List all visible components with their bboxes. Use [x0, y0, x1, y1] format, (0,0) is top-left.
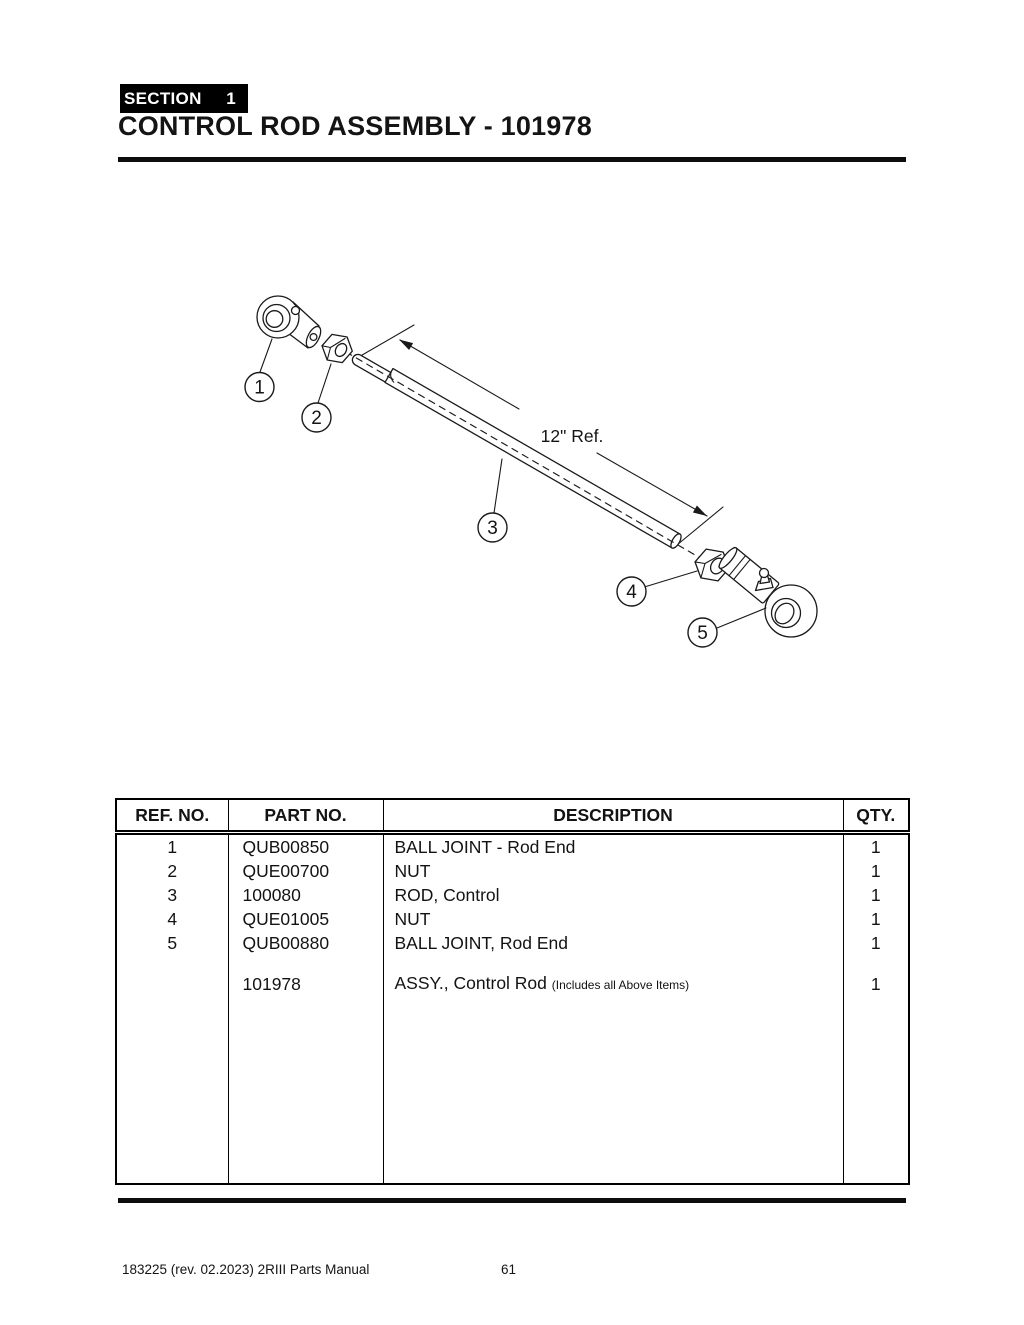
qty-cell: 1 — [842, 859, 909, 883]
header-rule — [118, 157, 906, 162]
table-row: 5 QUB00880 BALL JOINT, Rod End 1 — [116, 931, 909, 955]
description-cell: BALL JOINT, Rod End — [382, 931, 843, 955]
description-cell: NUT — [382, 859, 843, 883]
ref-no-cell: 1 — [167, 837, 178, 857]
part-ball-joint-upper — [256, 295, 322, 349]
description-cell: ASSY., Control Rod (Includes all Above I… — [382, 971, 843, 997]
part-no-cell: QUB00880 — [227, 931, 383, 955]
section-number: 1 — [226, 88, 236, 108]
table-row: 1 QUB00850 BALL JOINT - Rod End 1 — [116, 832, 909, 859]
col-header-ref-no: REF. NO. — [116, 799, 228, 835]
svg-text:5: 5 — [697, 623, 708, 644]
qty-cell: 1 — [842, 971, 909, 997]
ref-no-cell — [116, 971, 228, 997]
callout-4: 4 — [616, 576, 647, 607]
svg-text:4: 4 — [626, 582, 637, 603]
part-no-cell: 101978 — [227, 971, 383, 997]
qty-cell: 1 — [842, 883, 909, 907]
ref-no-cell: 4 — [167, 909, 178, 929]
part-nut-upper — [321, 333, 353, 364]
part-no-cell: QUB00850 — [227, 832, 383, 859]
dimension-line — [399, 339, 708, 517]
assembly-description: ASSY., Control Rod — [394, 973, 547, 993]
svg-text:3: 3 — [487, 518, 498, 539]
center-axis-dashed-line — [345, 351, 703, 560]
description-cell: NUT — [382, 907, 843, 931]
ref-no-cell: 2 — [167, 861, 178, 881]
svg-text:2: 2 — [311, 408, 322, 429]
table-row: 3 100080 ROD, Control 1 — [116, 883, 909, 907]
table-filler-row — [116, 997, 909, 1184]
assembly-diagram: 1 2 3 4 5 12" Ref. — [244, 295, 818, 648]
callout-3: 3 — [477, 512, 508, 543]
description-cell: ROD, Control — [382, 883, 843, 907]
description-cell: BALL JOINT - Rod End — [382, 832, 843, 859]
qty-cell: 1 — [842, 931, 909, 955]
callout-2: 2 — [301, 402, 332, 433]
ref-no-cell: 3 — [167, 885, 178, 905]
callout-1: 1 — [244, 371, 275, 403]
table-row: 2 QUE00700 NUT 1 — [116, 859, 909, 883]
part-no-cell: QUE00700 — [227, 859, 383, 883]
callout-leaders — [259, 338, 767, 629]
footer-rule — [118, 1198, 906, 1203]
part-ball-joint-lower — [718, 546, 818, 638]
assembly-row: 101978 ASSY., Control Rod (Includes all … — [116, 971, 909, 997]
qty-cell: 1 — [842, 832, 909, 859]
section-badge: SECTION 1 — [120, 84, 248, 113]
col-header-qty: QTY. — [842, 799, 909, 835]
ref-no-cell: 5 — [167, 933, 178, 953]
part-no-cell: 100080 — [227, 883, 383, 907]
dimension-extension-lines — [356, 324, 724, 546]
page-footer: 183225 (rev. 02.2023) 2RIII Parts Manual… — [0, 1262, 1024, 1282]
col-header-part-no: PART NO. — [227, 799, 383, 835]
page-title: CONTROL ROD ASSEMBLY - 101978 — [118, 111, 592, 141]
svg-text:1: 1 — [254, 378, 265, 399]
parts-table: REF. NO. PART NO. DESCRIPTION QTY. 1 QUB… — [115, 798, 910, 1185]
callout-5: 5 — [687, 617, 718, 648]
part-nut-lower — [694, 548, 730, 582]
qty-cell: 1 — [842, 907, 909, 931]
col-header-description: DESCRIPTION — [382, 799, 843, 835]
table-header-row: REF. NO. PART NO. DESCRIPTION QTY. — [116, 799, 909, 835]
section-label: SECTION — [124, 88, 202, 108]
table-spacer-row — [116, 955, 909, 971]
table-row: 4 QUE01005 NUT 1 — [116, 907, 909, 931]
part-no-cell: QUE01005 — [227, 907, 383, 931]
page-number: 61 — [501, 1262, 517, 1277]
grease-fitting-ball — [758, 567, 770, 579]
document-reference: 183225 (rev. 02.2023) 2RIII Parts Manual — [122, 1262, 370, 1277]
assembly-description-note: (Includes all Above Items) — [551, 978, 690, 992]
dimension-label: 12" Ref. — [541, 426, 604, 446]
